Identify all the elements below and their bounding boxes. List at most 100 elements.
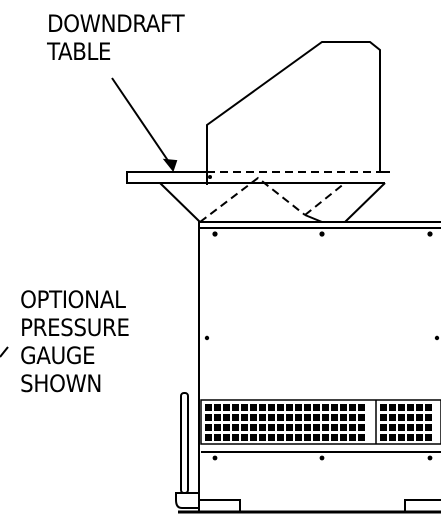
fasteners bbox=[204, 175, 440, 461]
grille-hole bbox=[295, 424, 302, 431]
grille-hole bbox=[223, 414, 230, 421]
grille-hole bbox=[304, 424, 311, 431]
grille-hole bbox=[259, 424, 266, 431]
grille-hole bbox=[286, 414, 293, 421]
grille-hole bbox=[241, 434, 248, 441]
table-top-shelf bbox=[126, 171, 207, 184]
downdraft-arrowhead bbox=[162, 158, 178, 173]
grille-hole bbox=[286, 404, 293, 411]
grille-hole bbox=[304, 404, 311, 411]
grille-hole bbox=[349, 404, 356, 411]
fastener-dot bbox=[427, 231, 433, 237]
grille-hole bbox=[398, 414, 405, 421]
label-line: SHOWN bbox=[20, 370, 102, 398]
label-line: TABLE bbox=[47, 38, 112, 66]
downdraft-leader bbox=[111, 77, 174, 169]
grille-hole bbox=[322, 414, 329, 421]
grille-hole bbox=[205, 414, 212, 421]
grille-hole bbox=[286, 424, 293, 431]
grille-hole bbox=[277, 434, 284, 441]
cabinet-body bbox=[198, 221, 441, 513]
grille-hole bbox=[398, 404, 405, 411]
grille-hole bbox=[277, 414, 284, 421]
grille-hole bbox=[232, 424, 239, 431]
grille-hole bbox=[331, 414, 338, 421]
grille-hole bbox=[407, 434, 414, 441]
grille-hole bbox=[277, 404, 284, 411]
vent-grille bbox=[205, 404, 432, 441]
grille-hole bbox=[241, 404, 248, 411]
cabinet-base bbox=[198, 499, 241, 512]
grille-hole bbox=[340, 424, 347, 431]
grille-hole bbox=[268, 414, 275, 421]
grille-hole bbox=[340, 404, 347, 411]
grille-hole bbox=[268, 404, 275, 411]
funnel-left bbox=[159, 182, 201, 223]
grille-hole bbox=[223, 424, 230, 431]
grille-hole bbox=[322, 424, 329, 431]
fastener-dot bbox=[208, 175, 212, 179]
gauge-leader bbox=[0, 346, 9, 358]
grille-hole bbox=[232, 414, 239, 421]
grille-hole bbox=[331, 424, 338, 431]
funnel-right bbox=[344, 182, 386, 223]
grille-hole bbox=[277, 424, 284, 431]
grille-hole bbox=[425, 404, 432, 411]
grille-hole bbox=[416, 414, 423, 421]
grille-hole bbox=[389, 424, 396, 431]
grille-hole bbox=[416, 434, 423, 441]
grille-hole bbox=[407, 414, 414, 421]
grille-hole bbox=[407, 404, 414, 411]
grille-hole bbox=[259, 434, 266, 441]
grille-hole bbox=[380, 424, 387, 431]
funnel-dashed-right bbox=[304, 182, 346, 216]
grille-hole bbox=[232, 434, 239, 441]
fastener-dot bbox=[427, 455, 433, 461]
label-line: GAUGE bbox=[20, 342, 96, 370]
downdraft-hood-outline bbox=[206, 41, 381, 185]
grille-hole bbox=[398, 424, 405, 431]
grille-hole bbox=[205, 424, 212, 431]
pressure-gauge-tube bbox=[180, 392, 189, 494]
grille-hole bbox=[223, 404, 230, 411]
grille-hole bbox=[380, 414, 387, 421]
grille-hole bbox=[425, 414, 432, 421]
grille-hole bbox=[358, 434, 365, 441]
grille-hole bbox=[214, 434, 221, 441]
grille-hole bbox=[259, 414, 266, 421]
pressure-gauge-base bbox=[175, 492, 200, 509]
fastener-dot bbox=[434, 335, 440, 341]
grille-hole bbox=[259, 404, 266, 411]
grille-hole bbox=[214, 424, 221, 431]
pressure-gauge-label: OPTIONAL PRESSURE GAUGE SHOWN bbox=[20, 286, 130, 398]
grille-hole bbox=[349, 424, 356, 431]
grille-hole bbox=[250, 424, 257, 431]
fastener-dot bbox=[204, 335, 210, 341]
grille-hole bbox=[425, 424, 432, 431]
grille-hole bbox=[295, 414, 302, 421]
grille-hole bbox=[286, 434, 293, 441]
grille-hole bbox=[268, 434, 275, 441]
grille-hole bbox=[322, 404, 329, 411]
vent-panel bbox=[200, 399, 441, 445]
label-line: OPTIONAL bbox=[20, 286, 126, 314]
label-line: PRESSURE bbox=[20, 314, 130, 342]
grille-hole bbox=[380, 434, 387, 441]
grille-hole bbox=[416, 404, 423, 411]
grille-hole bbox=[313, 414, 320, 421]
fastener-dot bbox=[319, 455, 325, 461]
grille-hole bbox=[349, 434, 356, 441]
grille-hole bbox=[304, 434, 311, 441]
downdraft-table-label: DOWNDRAFT TABLE bbox=[47, 10, 185, 66]
grille-hole bbox=[340, 434, 347, 441]
grille-hole bbox=[223, 434, 230, 441]
fastener-dot bbox=[212, 231, 218, 237]
grille-hole bbox=[389, 404, 396, 411]
grille-hole bbox=[205, 434, 212, 441]
grille-hole bbox=[268, 424, 275, 431]
grille-hole bbox=[358, 414, 365, 421]
grille-hole bbox=[205, 404, 212, 411]
grille-hole bbox=[214, 404, 221, 411]
grille-hole bbox=[313, 424, 320, 431]
